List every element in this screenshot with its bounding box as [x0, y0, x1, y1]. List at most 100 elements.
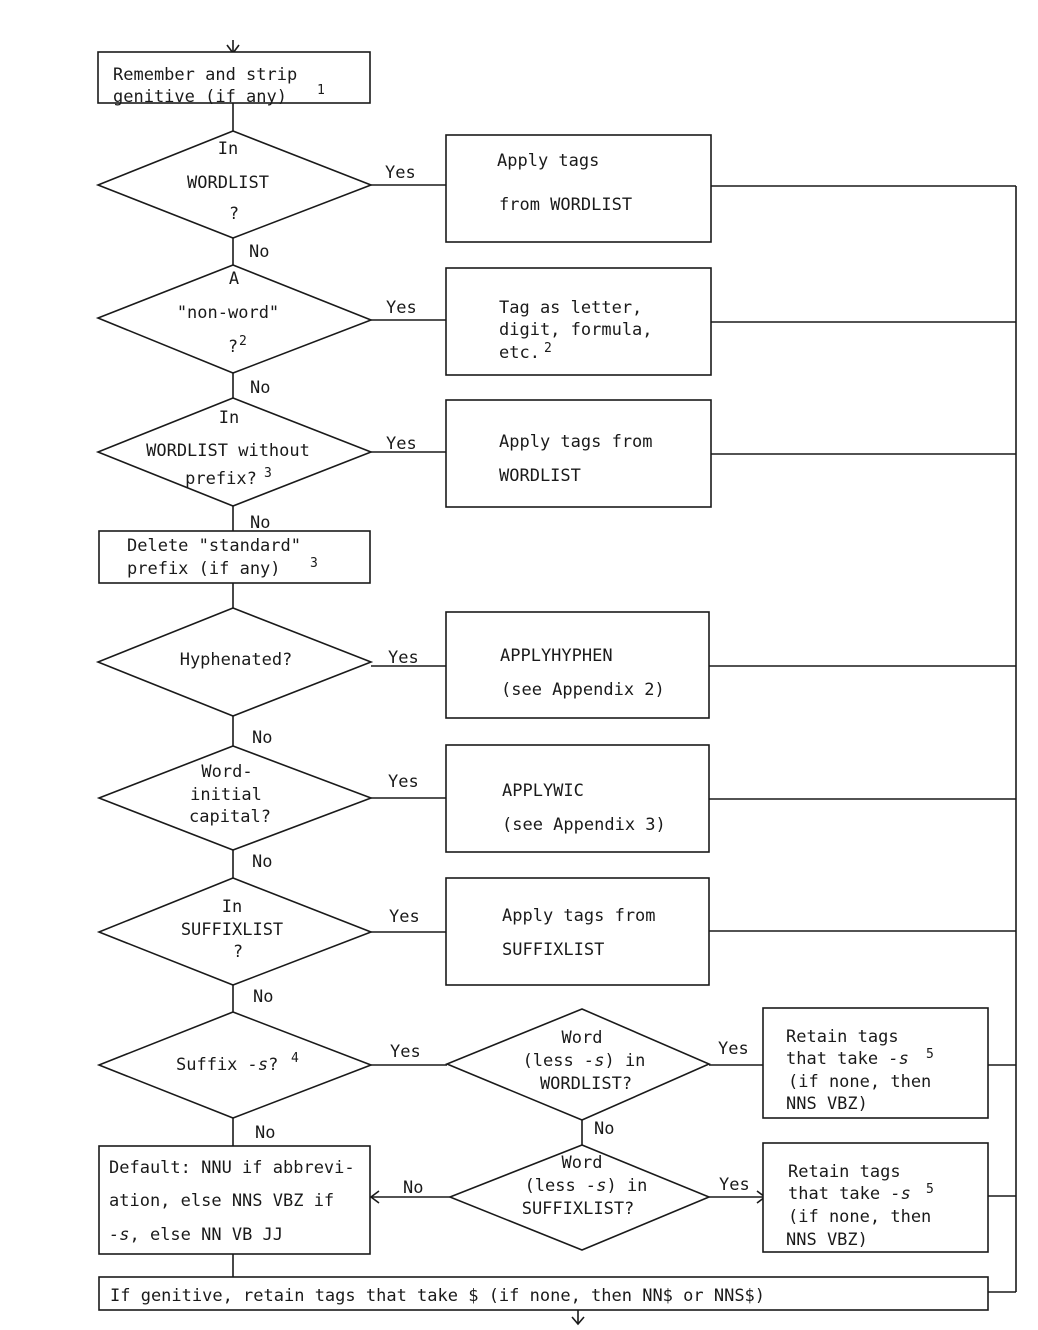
labels: Remember and strip genitive (if any) 1 I… — [109, 65, 934, 1306]
d8-line3: WORDLIST? — [540, 1074, 632, 1094]
d6-line1: In — [222, 897, 242, 917]
a6-line1: Apply tags from — [502, 906, 656, 926]
d2-no: No — [250, 378, 270, 398]
d5-line3: capital? — [189, 807, 271, 827]
a6-line2: SUFFIXLIST — [502, 940, 604, 960]
a1-line2: from WORDLIST — [499, 195, 632, 215]
connectors — [226, 40, 1017, 1326]
d8-yes: Yes — [718, 1039, 749, 1059]
action-retain-tags-2 — [762, 1142, 989, 1253]
decision-hyphenated — [95, 607, 374, 717]
d6-yes: Yes — [389, 907, 420, 927]
d4-line1: Hyphenated? — [180, 650, 293, 670]
a5-line1: APPLYWIC — [502, 781, 584, 801]
d3-line2: WORDLIST without — [146, 441, 310, 461]
delete-prefix-box — [98, 530, 371, 584]
d7-yes: Yes — [390, 1042, 421, 1062]
action-applywic — [445, 744, 710, 853]
action-apply-wordlist-prefix — [445, 399, 712, 508]
decision-in-suffixlist — [96, 877, 374, 986]
def-line1: Default: NNU if abbrevi- — [109, 1158, 355, 1178]
r1-line2: that take -s — [786, 1049, 909, 1069]
r2-line4: NNS VBZ) — [786, 1230, 868, 1250]
final-genitive-box — [98, 1276, 989, 1311]
r2-line2: that take -s — [788, 1184, 911, 1204]
d1-line1: In — [218, 139, 238, 159]
start-note: 1 — [317, 83, 325, 98]
d7-note: 4 — [291, 1051, 299, 1066]
d5-line2: initial — [190, 785, 262, 805]
d5-line1: Word- — [201, 762, 252, 782]
a4-line1: APPLYHYPHEN — [500, 646, 613, 666]
del-line1: Delete "standard" — [127, 536, 301, 556]
d9-line1: Word — [562, 1153, 603, 1173]
d4-no: No — [252, 728, 272, 748]
d6-line3: ? — [233, 942, 243, 962]
a2-line2: digit, formula, — [499, 320, 653, 340]
del-line2: prefix (if any) — [127, 559, 281, 579]
decision-in-wordlist — [95, 130, 374, 239]
decision-capital — [96, 745, 374, 851]
decision-suffix-s — [96, 1011, 374, 1119]
a5-line2: (see Appendix 3) — [502, 815, 666, 835]
a2-note: 2 — [544, 341, 552, 356]
decision-non-word — [95, 264, 374, 374]
d2-line1: A — [229, 269, 239, 289]
start-line1: Remember and strip — [113, 65, 297, 85]
action-retain-tags-1 — [762, 1007, 989, 1119]
d6-no: No — [253, 987, 273, 1007]
d4-yes: Yes — [388, 648, 419, 668]
d3-no: No — [250, 513, 270, 533]
d7-line1: Suffix -s? — [176, 1055, 278, 1075]
def-line2: ation, else NNS VBZ if — [109, 1191, 334, 1211]
d9-line3: SUFFIXLIST? — [522, 1199, 635, 1219]
d1-no: No — [249, 242, 269, 262]
d9-no: No — [403, 1178, 423, 1198]
d9-yes: Yes — [719, 1175, 750, 1195]
d3-line1: In — [219, 408, 239, 428]
decision-less-s-wordlist — [444, 1008, 711, 1121]
r1-line3: (if none, then — [788, 1072, 931, 1092]
d1-line3: ? — [229, 204, 239, 224]
d8-line2: (less -s) in — [523, 1051, 646, 1071]
start-line2: genitive (if any) — [113, 87, 287, 107]
a4-line2: (see Appendix 2) — [501, 680, 665, 700]
def-line3: -s, else NN VB JJ — [109, 1225, 283, 1245]
a1-line1: Apply tags — [497, 151, 599, 171]
d1-line2: WORDLIST — [187, 173, 269, 193]
d2-yes: Yes — [386, 298, 417, 318]
d2-line3: ? — [228, 337, 238, 357]
action-applyhyphen — [445, 611, 710, 719]
final-line1: If genitive, retain tags that take $ (if… — [110, 1286, 765, 1306]
a2-line3: etc. — [499, 343, 540, 363]
r2-note: 5 — [926, 1182, 934, 1197]
d6-line2: SUFFIXLIST — [181, 920, 283, 940]
d9-line2: (less -s) in — [525, 1176, 648, 1196]
d5-yes: Yes — [388, 772, 419, 792]
action-tag-letter — [445, 267, 712, 376]
action-apply-wordlist — [445, 134, 712, 243]
d3-yes: Yes — [386, 434, 417, 454]
a2-line1: Tag as letter, — [499, 298, 642, 318]
r2-line3: (if none, then — [788, 1207, 931, 1227]
a3-line2: WORDLIST — [499, 466, 581, 486]
del-note: 3 — [310, 556, 318, 571]
default-box — [98, 1145, 371, 1255]
d2-note: 2 — [239, 334, 247, 349]
action-apply-suffixlist — [445, 877, 710, 986]
start-box — [97, 51, 371, 104]
r1-note: 5 — [926, 1047, 934, 1062]
shapes — [95, 51, 989, 1311]
d1-yes: Yes — [385, 163, 416, 183]
decision-wordlist-without-prefix — [95, 397, 374, 507]
r1-line4: NNS VBZ) — [786, 1094, 868, 1114]
d3-note: 3 — [264, 466, 272, 481]
decision-less-s-suffixlist — [447, 1144, 712, 1251]
d7-no: No — [255, 1123, 275, 1143]
d5-no: No — [252, 852, 272, 872]
d8-line1: Word — [562, 1028, 603, 1048]
a3-line1: Apply tags from — [499, 432, 653, 452]
r1-line1: Retain tags — [786, 1027, 899, 1047]
d2-line2: "non-word" — [177, 303, 279, 323]
